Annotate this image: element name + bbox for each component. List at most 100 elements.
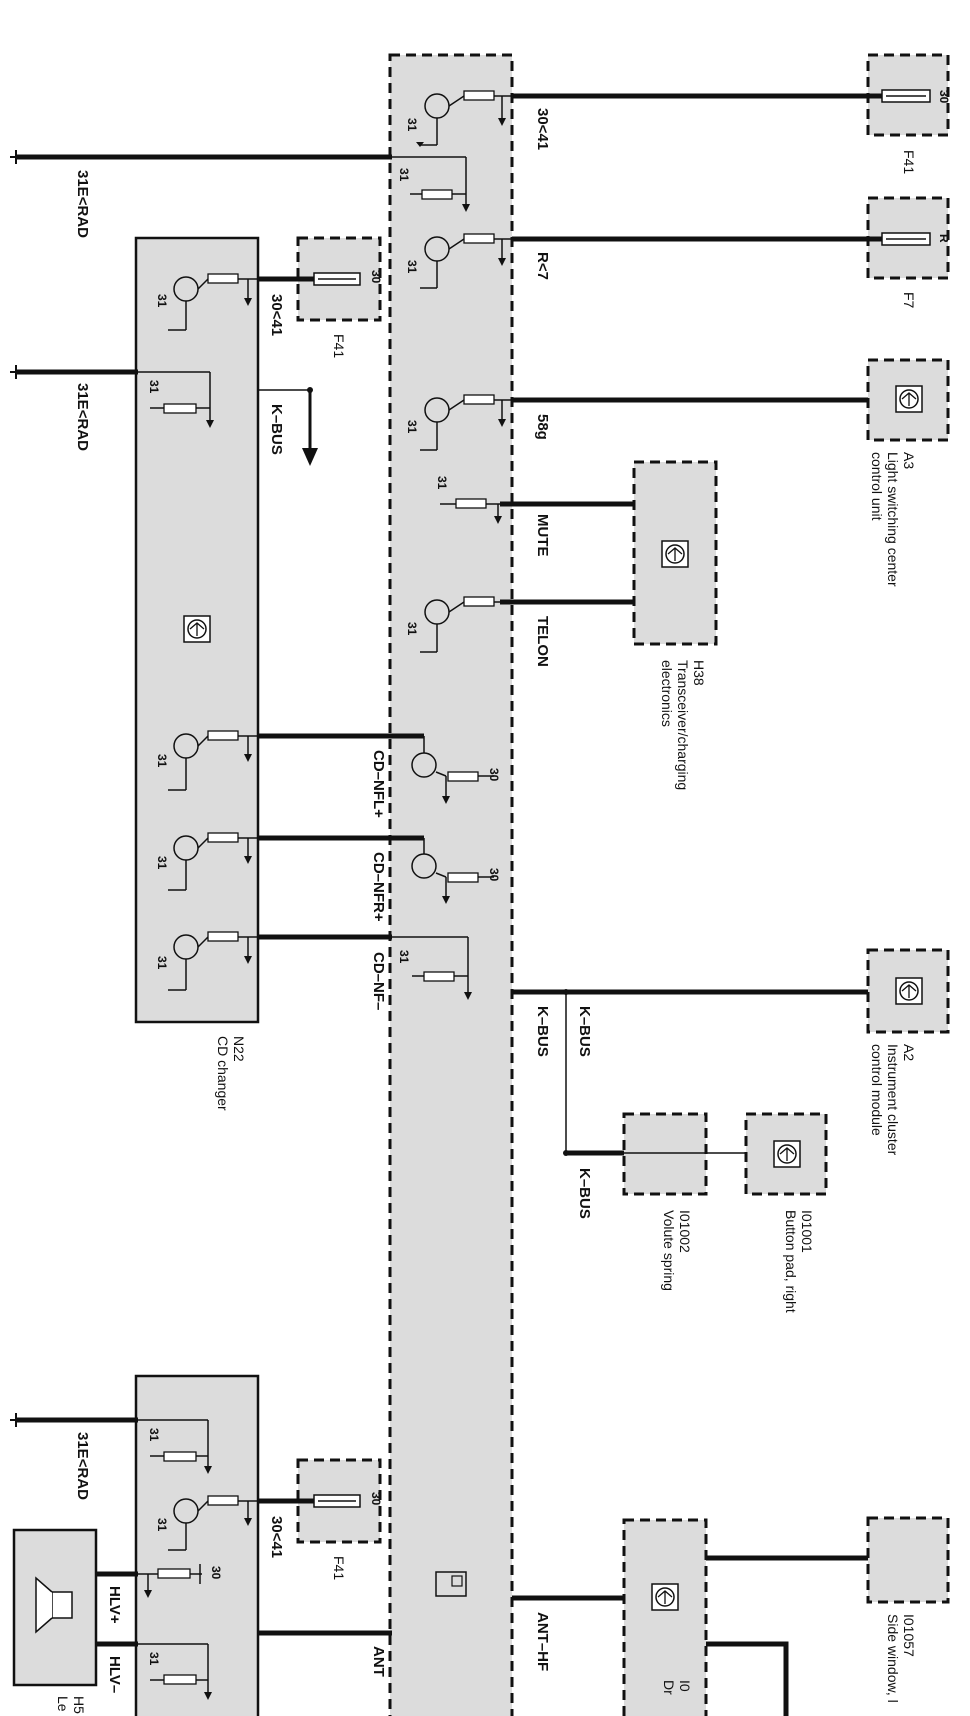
label-58g: 58g [534,414,551,440]
control-unit-icon-cd-changer [183,615,211,643]
kbus-arrow [258,387,318,466]
n22-id: N22 [231,1036,247,1062]
pin-31-bot-b: 31 [155,1518,169,1532]
pin-31-cd-a: 31 [155,294,169,308]
cd-transistor-nfr [168,832,258,891]
pin-30-f41-cd: 30 [369,270,383,284]
label-30-41-bottom: 30<41 [268,1516,285,1558]
i01002-box [622,1112,708,1196]
pin-30-a: 30 [487,768,501,782]
label-kbus-a: K–BUS [576,1006,593,1057]
i01057-id: I01057 [901,1614,917,1657]
pin-30-b: 30 [487,868,501,882]
pin-30-f41-top: 30 [937,90,951,104]
i01002-name: Volute spring [661,1210,677,1291]
pin-31-e: 31 [435,476,449,490]
pin-30-bot-c: 30 [209,1566,223,1580]
label-kbus-cd: K–BUS [268,404,285,455]
pin-31-bot-d: 31 [147,1652,161,1666]
hs-id: H5 [71,1696,87,1714]
control-unit-icon-a2 [895,977,923,1005]
bottom-resistor-31e-rad [138,1419,212,1474]
transistor-stage-r7 [420,233,512,289]
radio-module-box [388,53,514,1716]
pin-31-b: 31 [397,168,411,182]
label-kbus-c: K–BUS [576,1168,593,1219]
i01001-name: Button pad, right [783,1210,799,1313]
control-unit-icon-dr [651,1583,679,1611]
label-30-41-top: 30<41 [534,108,551,150]
cd-transistor-nf [168,931,258,991]
fuse-symbol-f41-bottom [313,1494,361,1508]
label-hlv-plus: HLV+ [106,1586,123,1624]
transistor-stage-30-41 [416,90,512,147]
pin-30-f41-bottom: 30 [369,1492,383,1506]
n22-name: CD changer [215,1036,231,1111]
dr-name: Dr [661,1680,677,1695]
a3-name: Light switching center [885,452,901,587]
label-mute: MUTE [534,514,551,557]
i01002-id: I01002 [677,1210,693,1253]
pin-r-f7: R [937,234,951,243]
label-cd-nfr: CD–NFR+ [370,852,387,922]
cd-resistor-31e-rad [138,371,214,428]
pin-31-a: 31 [405,118,419,132]
label-kbus-b: K–BUS [534,1006,551,1057]
pin-31-cd-e: 31 [155,956,169,970]
pin-31-f: 31 [405,622,419,636]
f41-top-id: F41 [901,150,917,174]
a2-name2: control module [869,1044,885,1136]
speaker-icon [35,1576,73,1634]
dr-id: I0 [677,1680,693,1692]
dr-box [622,1518,708,1716]
pin-31-g: 31 [397,950,411,964]
bottom-resistor-hlv-minus [138,1643,212,1700]
resistor-stage-cd-nf [392,936,472,1000]
a2-id: A2 [901,1044,917,1061]
transistor-stage-58g [420,394,512,451]
pin-31-bot-a: 31 [147,1428,161,1442]
label-telon: TELON [534,616,551,667]
label-31e-rad-1: 31E<RAD [74,170,91,238]
i01001-box [744,1112,828,1196]
pin-31-d: 31 [405,420,419,434]
cd-transistor-nfl [168,730,258,791]
radio-module-icon [435,1571,467,1597]
bottom-transistor-30-41 [168,1495,258,1551]
fuse-symbol-f41-top [881,89,931,103]
label-30-41-cd: 30<41 [268,294,285,336]
transistor-stage-cd-nfl [411,736,494,804]
label-ant: ANT [370,1646,387,1677]
label-r7: R<7 [534,252,551,280]
label-cd-nf: CD–NF– [370,952,387,1010]
h38-id: H38 [691,660,707,686]
label-hlv-minus: HLV– [106,1656,123,1693]
f7-id: F7 [901,292,917,309]
a3-name2: control unit [869,452,885,521]
control-unit-icon-h38 [661,540,689,568]
f41-cd-id: F41 [331,334,347,358]
pin-31-c: 31 [405,260,419,274]
pin-31-cd-d: 31 [155,856,169,870]
label-31e-rad-3: 31E<RAD [74,1432,91,1500]
label-cd-nfl: CD–NFL+ [370,750,387,818]
h38-name: Transceiver/charging [675,660,691,790]
h38-name2: electronics [659,660,675,727]
fuse-symbol-f7 [881,232,931,246]
bottom-module-box [134,1374,260,1716]
cd-transistor-30-41 [168,273,258,331]
i01001-id: I01001 [799,1210,815,1253]
label-31e-rad-2: 31E<RAD [74,383,91,451]
pin-31-cd-b: 31 [147,380,161,394]
control-unit-icon-i01001 [773,1140,801,1168]
f41-bottom-id: F41 [331,1556,347,1580]
label-ant-hf: ANT–HF [534,1612,551,1671]
resistor-stage-31e-rad-1 [392,156,470,212]
fuse-symbol-f41-cd [313,272,361,286]
hs-name: Le [55,1696,71,1712]
i01057-name: Side window, l [885,1614,901,1703]
transistor-stage-telon [420,596,500,653]
bottom-resistor-hlv-plus [138,1564,202,1598]
wire-dr-out [706,1641,789,1716]
